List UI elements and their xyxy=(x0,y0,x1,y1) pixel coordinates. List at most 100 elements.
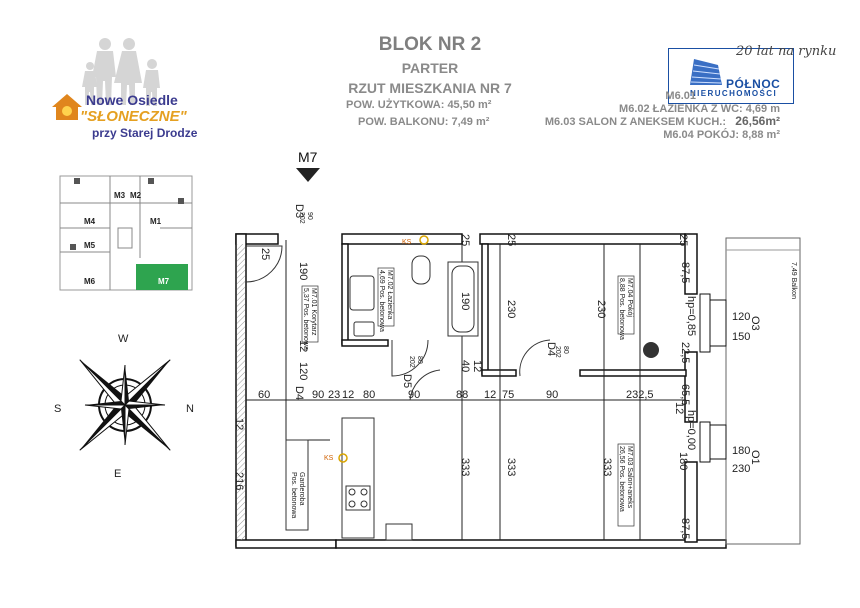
key-label-m4: M4 xyxy=(84,217,96,226)
usable-area: POW. UŻYTKOWA: 45,50 m² xyxy=(346,99,492,111)
bathroom-fixtures xyxy=(349,255,479,337)
column-marker xyxy=(643,342,659,358)
logo-house-icon xyxy=(52,94,82,120)
legend-line-2: M6.02 ŁAZIENKA Z WC: 4,69 m xyxy=(619,103,780,115)
left-wall-hatch xyxy=(237,244,245,540)
dim-mid-10: 90 xyxy=(546,389,558,401)
compass-south: S xyxy=(54,403,61,415)
window-label-3: 180 xyxy=(732,445,750,457)
dim-mid-1: 60 xyxy=(258,389,270,401)
hp-label-1: hp=0,85 xyxy=(685,296,697,336)
brand-logo-box xyxy=(668,48,794,104)
balcony-outline xyxy=(725,237,801,545)
ks-label-1: KS xyxy=(402,239,412,246)
dim-misc-4: 12 xyxy=(297,340,309,352)
dim-misc-2: 230 xyxy=(505,300,517,318)
dim-misc-5: 40 xyxy=(459,360,471,372)
dim-misc-13: 333 xyxy=(601,458,613,476)
room-label-corridor-1: M7.01 Korytarz xyxy=(310,288,317,336)
ks-label-2: KS xyxy=(324,455,334,462)
dim-misc-18: 12 xyxy=(673,402,685,414)
compass-north: N xyxy=(186,403,194,415)
room-label-box-bathroom xyxy=(377,267,395,327)
room-label-corridor-2: 5,37 Pos. betonowa xyxy=(302,288,309,350)
brand-sub: NIERUCHOMOŚCI xyxy=(690,89,778,98)
window-tag-o3: O3 xyxy=(749,316,761,331)
dim-top-5: 87,5 xyxy=(679,262,691,283)
windows xyxy=(699,293,727,463)
dim-top-2: 25 xyxy=(459,234,471,246)
dim-mid-2: 90 xyxy=(312,389,324,401)
brand-years: 20 lat na rynku xyxy=(736,44,837,59)
door-tag-d4-entry: D4 xyxy=(293,386,305,400)
dim-misc-17: 65,5 xyxy=(679,384,691,405)
dim-mid-9: 75 xyxy=(502,389,514,401)
dim-misc-8: 120 xyxy=(297,362,309,380)
room-label-wardrobe-1: Garderoba xyxy=(298,472,305,506)
door-tag-d3: D3 xyxy=(293,204,305,218)
dim-mid-11: 232,5 xyxy=(626,389,654,401)
compass-rose: N S E W xyxy=(54,333,194,480)
dim-misc-7: 190 xyxy=(459,292,471,310)
dim-mid-6: 90 xyxy=(408,389,420,401)
dim-misc-14: 180 xyxy=(677,452,689,470)
room-label-wardrobe-2: Pos. betonowa xyxy=(290,472,297,518)
legend-line-3-value: 26,56m² xyxy=(735,114,780,128)
room-label-living-2: 26,56 Pos. betonowa xyxy=(618,446,625,512)
window-label-2: 150 xyxy=(732,331,750,343)
dim-misc-16: 22,5 xyxy=(679,342,691,363)
legend-line-1: M6.01 xyxy=(665,90,696,102)
door-tag-d4-room: D4 xyxy=(545,342,557,356)
key-label-m7: M7 xyxy=(158,277,170,286)
door-size-3: 80 xyxy=(416,356,423,364)
logo-line-2: "SŁONECZNE" xyxy=(80,108,187,125)
entry-marker-label: M7 xyxy=(298,149,318,165)
dim-top-3: 25 xyxy=(505,234,517,246)
door-size-4: 202 xyxy=(408,356,415,368)
key-label-m1: M1 xyxy=(150,217,162,226)
door-size-5: 80 xyxy=(562,346,569,354)
door-swing-living xyxy=(409,369,441,401)
key-label-m6: M6 xyxy=(84,277,96,286)
entry-arrow-icon xyxy=(296,168,320,182)
room-label-box-corridor xyxy=(301,285,319,343)
door-swing-bath xyxy=(391,339,429,377)
door-swing-room xyxy=(519,339,551,377)
ks-symbols xyxy=(338,235,429,463)
logo-line-3: przy Starej Drodze xyxy=(92,126,198,140)
compass-west: W xyxy=(118,333,129,345)
compass-east: E xyxy=(114,468,121,480)
dim-misc-6: 12 xyxy=(471,360,483,372)
dim-misc-11: 333 xyxy=(459,458,471,476)
door-size-6: 202 xyxy=(554,346,561,358)
room-label-box-living xyxy=(617,443,635,527)
dim-mid-7: 88 xyxy=(456,389,468,401)
door-size-2: 202 xyxy=(298,212,305,224)
dim-mid-3: 23 xyxy=(328,389,340,401)
door-size-1: 90 xyxy=(306,212,313,220)
room-label-box-room xyxy=(617,275,635,335)
kitchen-counter xyxy=(341,417,413,541)
key-label-m5: M5 xyxy=(84,241,96,250)
brand-building-icon xyxy=(690,59,722,85)
window-label-1: 120 xyxy=(732,311,750,323)
logo-family-silhouette xyxy=(82,38,160,106)
dim-misc-15: 87,5 xyxy=(679,518,691,539)
balcony-area: POW. BALKONU: 7,49 m² xyxy=(358,116,490,128)
key-label-m2: M2 xyxy=(130,191,142,200)
key-label-m3: M3 xyxy=(114,191,126,200)
dim-top-4: 25 xyxy=(677,234,689,246)
logo-line-1: Nowe Osiedle xyxy=(86,92,178,108)
room-label-living-1: M7.03 Salon+aneks xyxy=(626,446,633,509)
room-label-room-2: 8,88 Pos. betonowa xyxy=(618,278,625,340)
room-label-balcony: 7,49 Balkon xyxy=(790,262,797,299)
room-label-room-1: M7.04 Pokój xyxy=(626,278,633,317)
dim-misc-1: 190 xyxy=(297,262,309,280)
key-plan: M3 M2 M4 M1 M5 M6 M7 xyxy=(59,175,193,291)
dim-mid-5: 80 xyxy=(363,389,375,401)
door-swing-entry xyxy=(245,245,283,283)
key-plan-highlight xyxy=(136,264,188,290)
dim-mid-8: 12 xyxy=(484,389,496,401)
wardrobe-box xyxy=(285,439,309,531)
